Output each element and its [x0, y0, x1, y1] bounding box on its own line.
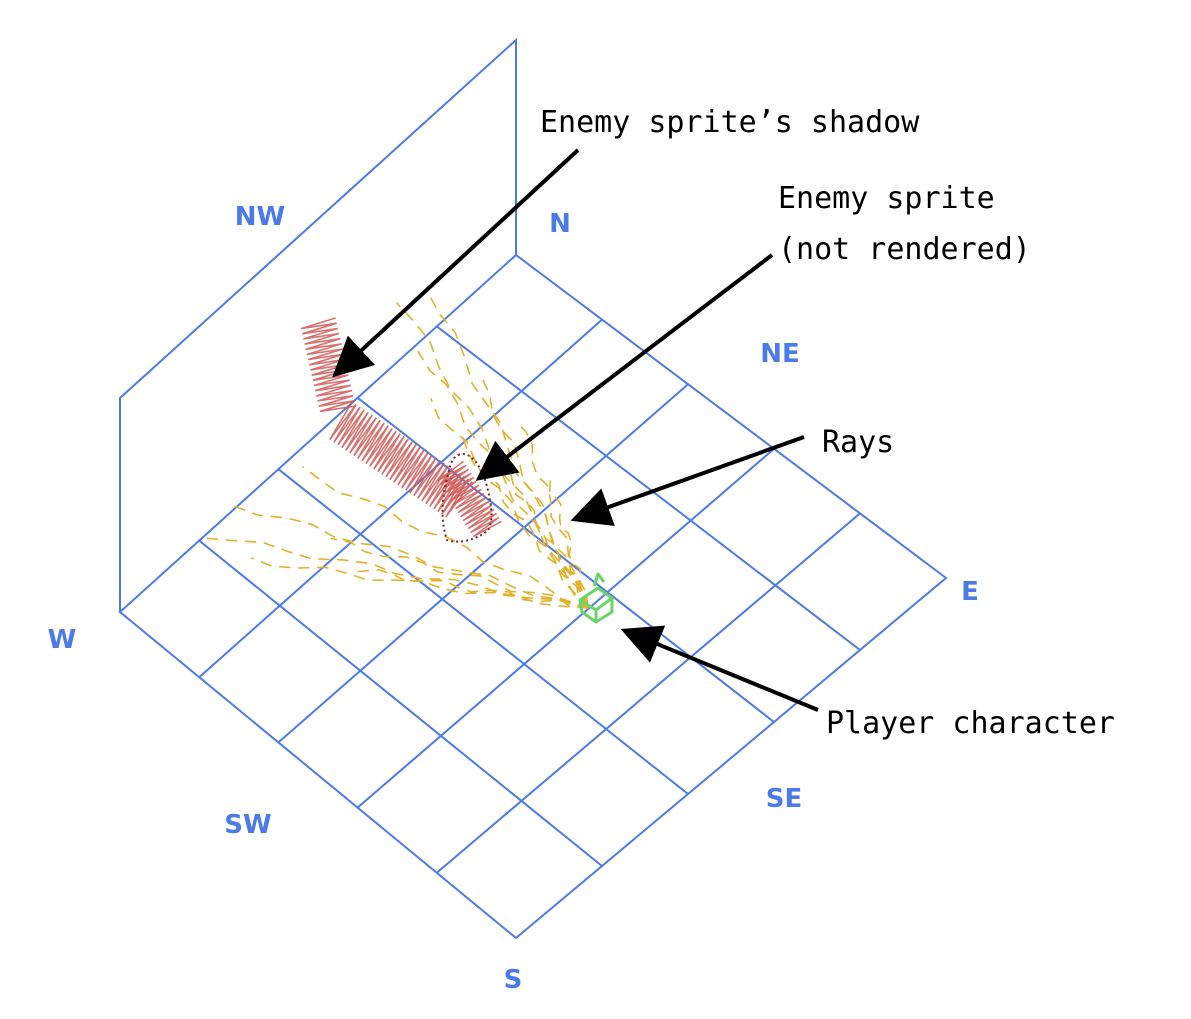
ray: [426, 291, 589, 609]
arrow-rays: [570, 435, 805, 527]
grid-line: [198, 539, 603, 867]
ray: [357, 569, 589, 609]
grid-line: [356, 447, 775, 809]
player-cube-body: [578, 586, 614, 624]
rays: [201, 291, 589, 609]
ray: [481, 377, 589, 609]
ray: [251, 557, 589, 609]
floor-outline: [118, 253, 948, 940]
player-character-icon: [578, 572, 614, 624]
enemy-shadow: [300, 317, 502, 538]
compass-label-s: S: [504, 965, 523, 995]
ray: [462, 436, 589, 609]
compass-label-w: W: [48, 625, 77, 655]
compass-label-se: SE: [766, 784, 803, 814]
compass-label-e: E: [961, 577, 979, 607]
compass-label-n: N: [549, 209, 571, 239]
arrow-shadow: [332, 148, 580, 378]
ray: [396, 302, 589, 609]
player-label: Player character: [826, 706, 1115, 741]
enemy-sprite-outline: [441, 453, 493, 543]
ray: [302, 466, 589, 609]
arrow-player: [620, 625, 819, 712]
compass-label-ne: NE: [760, 339, 800, 369]
player-cube-edges: [579, 596, 613, 622]
ray: [201, 537, 589, 609]
player-direction-mark: [592, 572, 606, 587]
shadow-scribble: [300, 317, 356, 413]
shadow-scribble: [437, 460, 502, 538]
ray: [548, 478, 589, 609]
grid-line: [435, 512, 861, 874]
compass-label-sw: SW: [224, 810, 271, 840]
grid-line: [435, 325, 861, 651]
ray: [430, 398, 589, 609]
shadow-label: Enemy sprite’s shadow: [540, 105, 920, 140]
compass-label-nw: NW: [235, 202, 285, 232]
ray: [330, 537, 589, 609]
rays-label: Rays: [822, 425, 894, 460]
sprite-label-line2: (not rendered): [778, 232, 1031, 267]
grid-line: [198, 318, 603, 679]
grid-line: [277, 383, 689, 744]
grid-line: [356, 396, 775, 723]
sprite-label-line1: Enemy sprite: [778, 181, 995, 216]
arrow-sprite: [475, 253, 774, 481]
shadow-scribble: [329, 401, 473, 518]
callout-arrows: [332, 148, 819, 712]
floor-grid: [118, 253, 948, 940]
back-wall: [119, 37, 517, 613]
grid-line: [277, 468, 689, 795]
compass-labels: NW N NE E W SW SE S: [48, 202, 979, 995]
ray: [516, 422, 589, 609]
